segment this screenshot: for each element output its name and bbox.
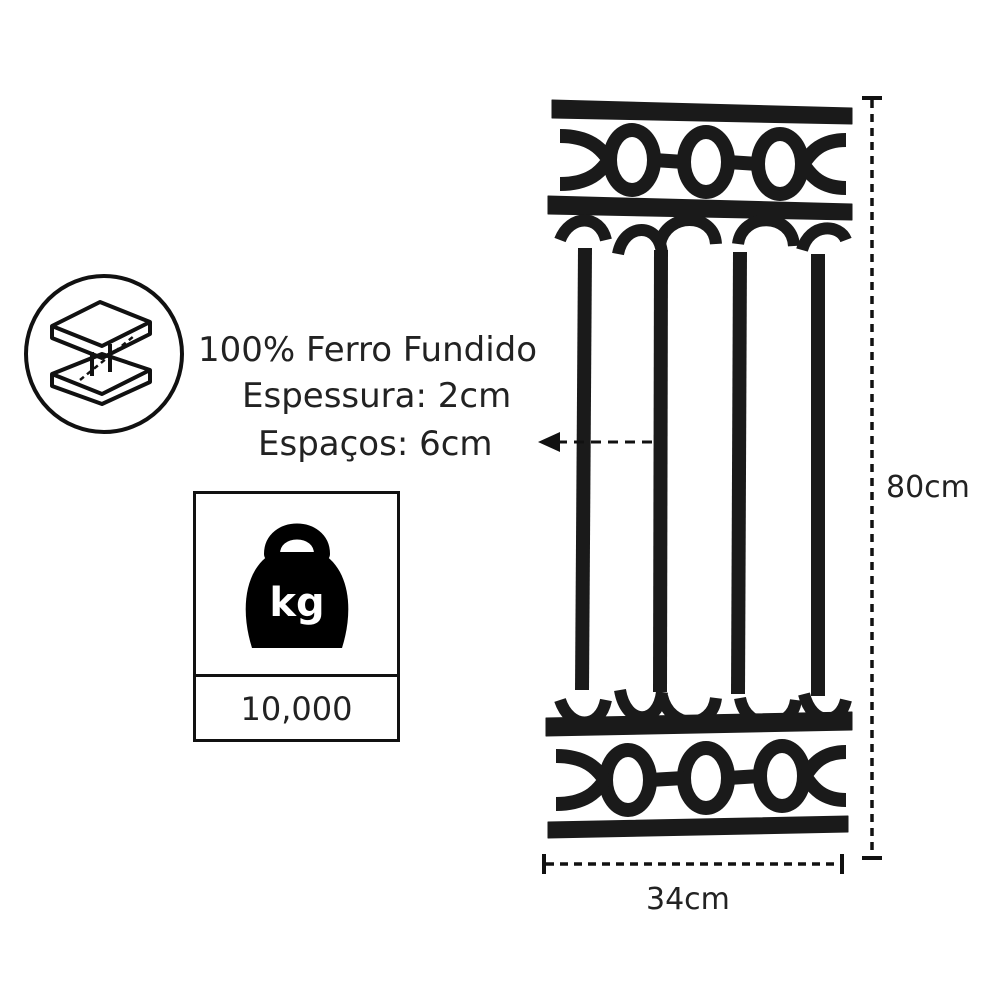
height-label: 80cm: [886, 470, 970, 505]
material-text: 100% Ferro Fundido: [198, 330, 538, 370]
weight-box-divider: [196, 674, 397, 677]
steel-i-beam-icon: [22, 272, 186, 436]
thickness-text: Espessura: 2cm: [242, 376, 512, 416]
weight-box: kg 10,000: [193, 491, 400, 742]
width-label: 34cm: [646, 882, 730, 917]
height-dimension-line: [862, 96, 882, 860]
kettlebell-weight-icon: kg: [232, 510, 362, 664]
spacing-text: Espaços: 6cm: [258, 424, 493, 464]
spacing-arrow: [538, 432, 652, 452]
weight-value: 10,000: [240, 690, 353, 728]
width-dimension-line: [542, 854, 844, 874]
railing-panel: [545, 99, 853, 839]
weight-unit-label: kg: [269, 580, 324, 626]
